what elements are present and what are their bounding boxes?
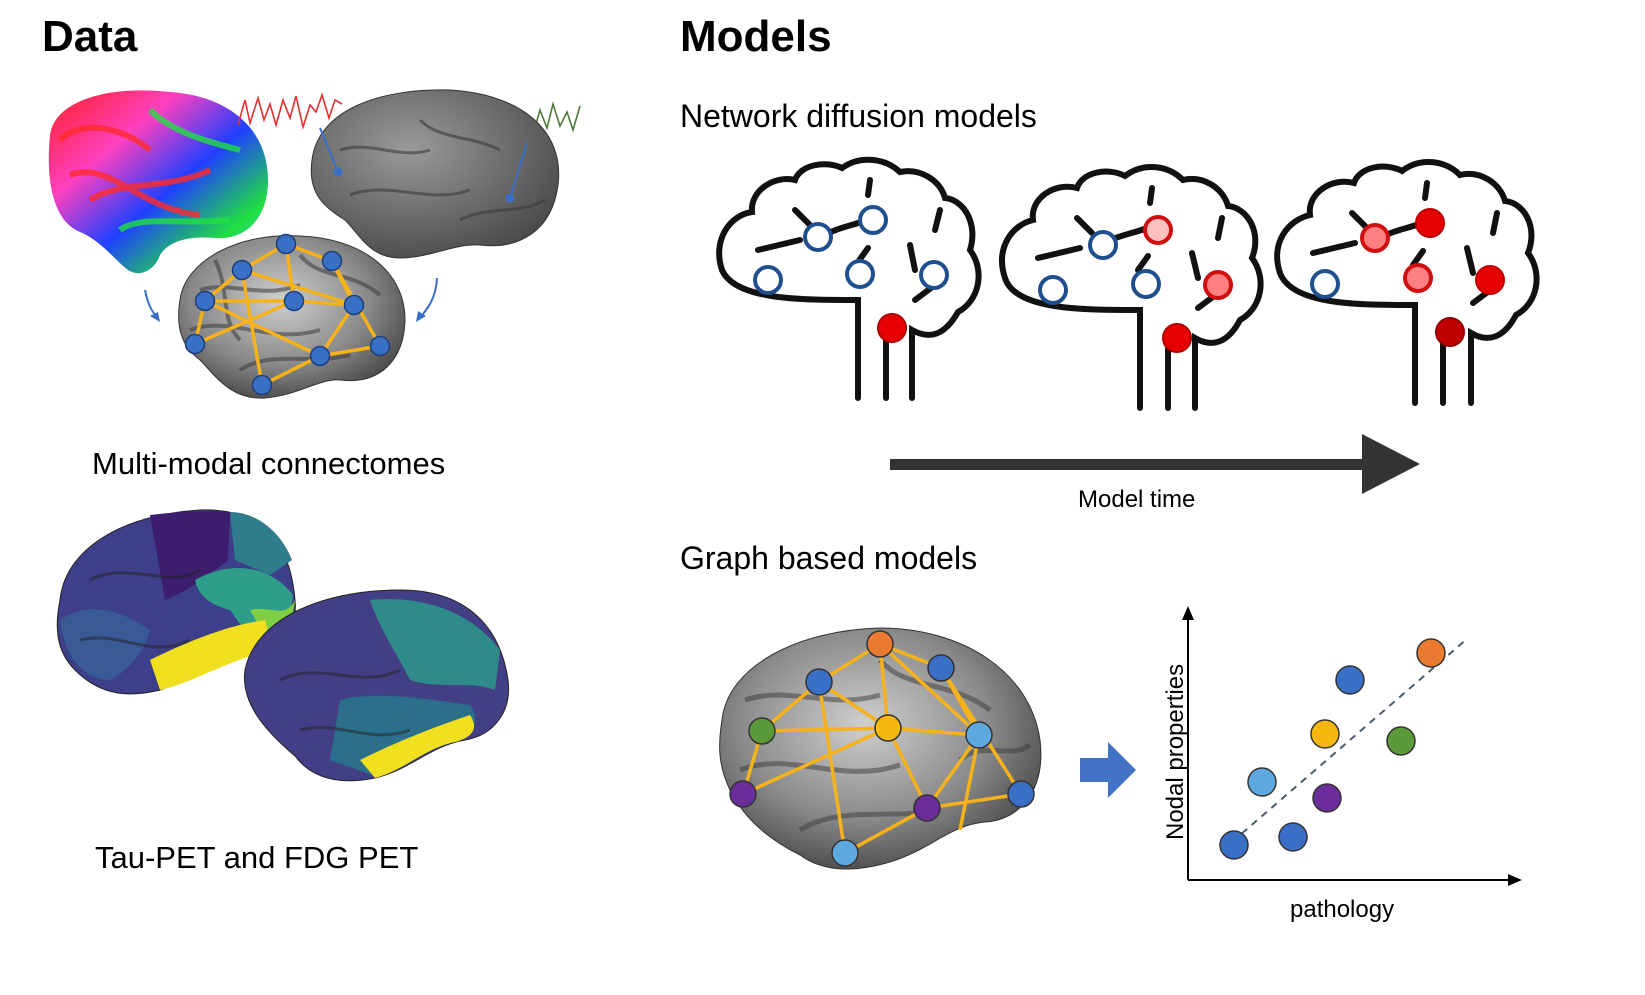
model-time-label: Model time bbox=[1078, 486, 1196, 513]
fmri-pointer-1 bbox=[319, 127, 339, 173]
fdg-pet-brain bbox=[243, 589, 510, 782]
fmri-point-2 bbox=[505, 193, 515, 203]
merge-arrow-right bbox=[419, 277, 438, 319]
network-diffusion-heading: Network diffusion models bbox=[680, 98, 1037, 134]
stage-1-nodes bbox=[753, 205, 949, 343]
red-timeseries bbox=[237, 92, 343, 131]
connectomes-caption: Multi-modal connectomes bbox=[92, 446, 446, 481]
graph-nodes bbox=[729, 630, 1035, 867]
fmri-pointer-2 bbox=[509, 142, 528, 199]
models-title: Models bbox=[680, 12, 832, 61]
brain-outline-stage-3 bbox=[1274, 158, 1540, 406]
scatter-xlabel: pathology bbox=[1290, 896, 1395, 923]
connectome-nodes bbox=[184, 233, 391, 396]
brain-outline-stage-2 bbox=[999, 163, 1264, 411]
functional-brain bbox=[310, 89, 560, 259]
model-time-arrow bbox=[890, 434, 1420, 494]
scatter-points bbox=[1219, 638, 1446, 860]
graph-brain bbox=[719, 627, 1042, 870]
data-title: Data bbox=[42, 12, 138, 61]
connectome-brain bbox=[178, 235, 406, 399]
brain-outline-stage-1 bbox=[716, 156, 982, 401]
pet-caption: Tau-PET and FDG PET bbox=[95, 840, 419, 875]
stage-2-nodes bbox=[1038, 215, 1233, 353]
scatter-axes bbox=[1182, 606, 1522, 886]
block-arrow bbox=[1080, 742, 1136, 798]
fmri-point-1 bbox=[333, 167, 343, 177]
graph-based-heading: Graph based models bbox=[680, 540, 978, 576]
tractography-brain bbox=[48, 90, 269, 274]
stage-3-nodes bbox=[1310, 208, 1505, 347]
tau-pet-brain bbox=[56, 509, 296, 695]
